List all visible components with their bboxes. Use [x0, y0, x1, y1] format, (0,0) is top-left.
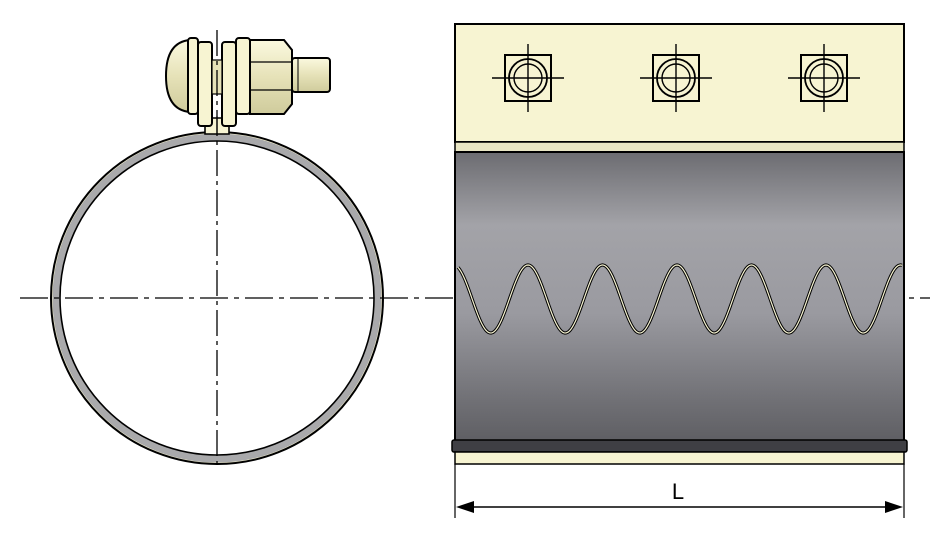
bottom-strip — [454, 451, 905, 465]
lug-bar-underside — [454, 141, 905, 153]
bolt-head — [164, 38, 191, 114]
hex-nut — [249, 39, 293, 115]
lug-plate-left — [197, 41, 213, 127]
bolt-square-3 — [788, 44, 860, 112]
dimension-label: L — [672, 479, 684, 504]
side-view — [50, 30, 384, 470]
bolt-thread — [291, 57, 331, 93]
washer-left — [187, 37, 199, 115]
washer-right — [235, 37, 251, 115]
bottom-rail — [451, 439, 908, 453]
front-view: L — [451, 23, 908, 518]
length-dimension: L — [454, 464, 905, 518]
wave-seal-highlight — [457, 264, 903, 334]
bolt-square-1 — [492, 44, 564, 112]
housing-body — [454, 151, 905, 446]
bolt-square-2 — [640, 44, 712, 112]
lug-plate-right — [221, 41, 237, 127]
